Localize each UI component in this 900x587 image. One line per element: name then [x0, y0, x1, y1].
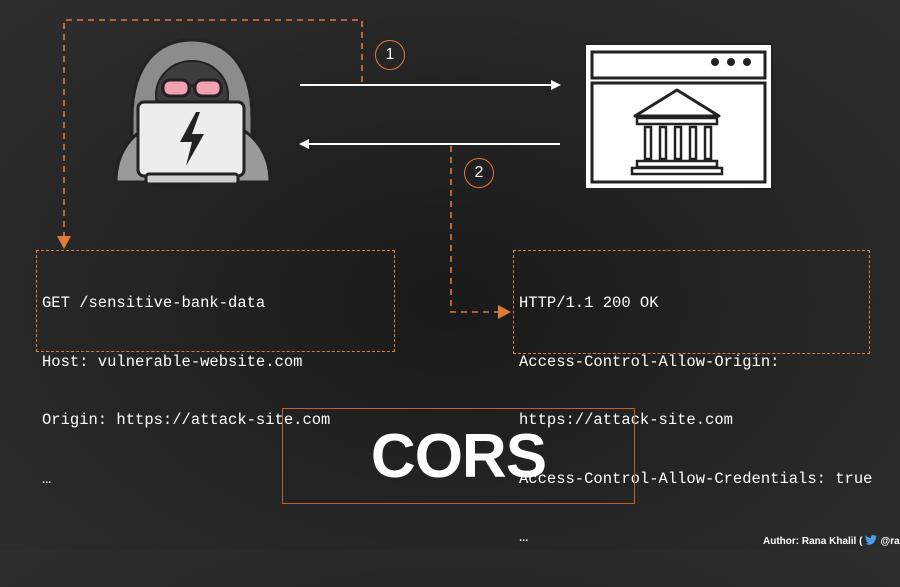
request-line: GET /sensitive-bank-data [42, 294, 266, 312]
author-credit: Author: Rana Khalil ( @rana_ [763, 533, 900, 550]
request-host-line: Host: vulnerable-website.com [42, 352, 303, 371]
response-acao-header-line: Access-Control-Allow-Origin: [519, 352, 780, 371]
request-box: GET /sensitive-bank-data Host: vulnerabl… [36, 250, 395, 488]
hacker-with-laptop-icon [114, 38, 272, 186]
credit-prefix: Author: Rana Khalil ( [763, 536, 863, 547]
credit-handle: @rana_ [880, 536, 900, 547]
request-flow-dashed-line [63, 19, 363, 238]
connector-layer [57, 19, 773, 319]
step-2-badge: 2 [464, 158, 494, 188]
request-arrowhead [551, 80, 561, 90]
response-acac-header-line: Access-Control-Allow-Credentials: true [519, 469, 873, 488]
twitter-bird-icon [865, 535, 878, 548]
step-1-badge: 1 [375, 40, 405, 70]
title-box: CORS [282, 408, 635, 504]
response-ellipsis-line: … [519, 528, 529, 546]
cors-diagram: 1 2 GET /sensitive-bank-data Host: vulne… [36, 19, 900, 550]
request-ellipsis-line: … [42, 469, 52, 488]
response-flow-dashed-line [450, 146, 500, 313]
response-flow-arrowhead [498, 305, 511, 319]
response-status-line: HTTP/1.1 200 OK [519, 294, 659, 312]
response-box: HTTP/1.1 200 OK Access-Control-Allow-Ori… [513, 250, 872, 546]
response-arrowhead [299, 139, 309, 149]
page-title: CORS [370, 421, 547, 491]
response-acao-value-line: https://attack-site.com [519, 411, 733, 429]
request-origin-line: Origin: https://attack-site.com [42, 411, 331, 429]
bank-website-window-icon [584, 43, 773, 190]
request-flow-arrowhead [57, 236, 71, 249]
